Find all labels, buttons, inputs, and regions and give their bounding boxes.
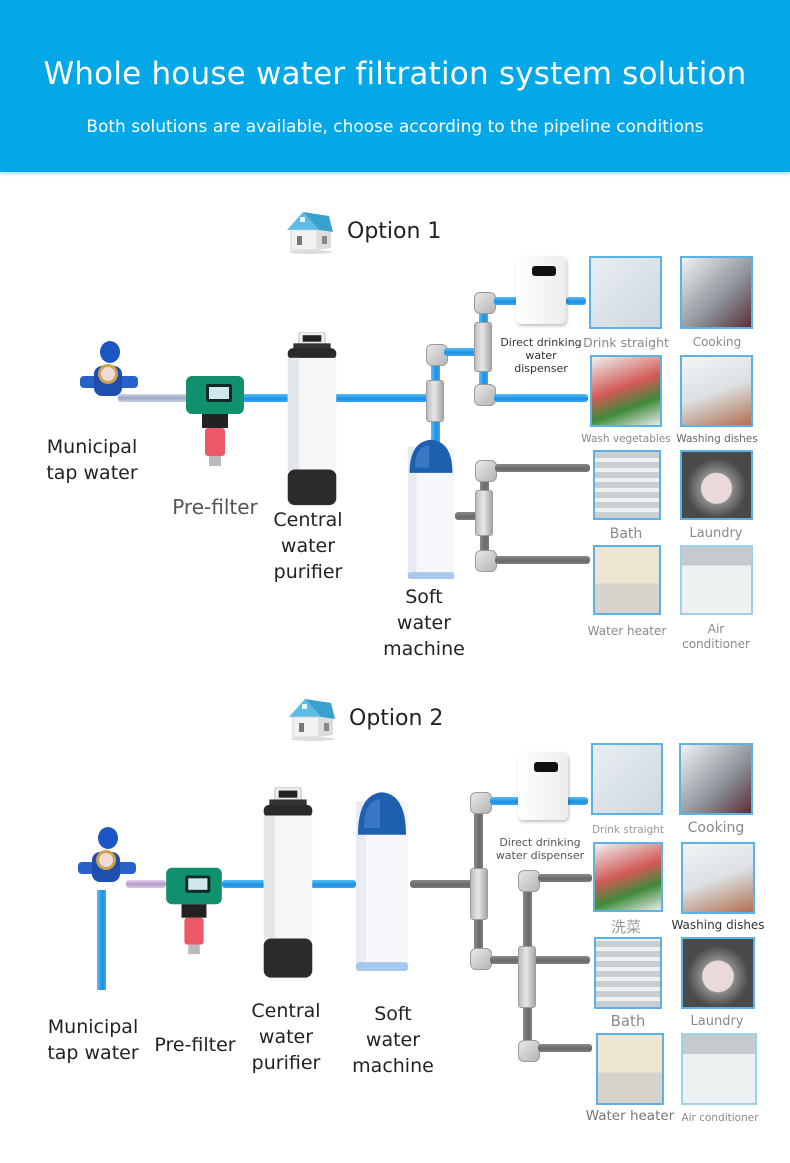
use-label: Bath [610,1012,646,1030]
use-label: Wash vegetables [581,433,671,445]
filtered-pipe [490,797,520,805]
central-purifier-icon [260,787,316,983]
page-title: Whole house water filtration system solu… [43,56,747,92]
bath-photo [594,937,662,1009]
soft-water-pipe [410,880,476,888]
filtered-pipe [566,797,588,805]
use-label: Air conditioner [681,1112,759,1124]
pipe-elbow [475,460,497,482]
meter-label: Municipal tap water [47,1016,139,1064]
cooking-photo [680,256,753,329]
use-label: Laundry [689,526,743,541]
laundry-photo [680,450,753,520]
pipe-elbow [470,948,492,970]
option-2-heading: Option 2 [285,695,443,741]
pipe-elbow [518,1040,540,1062]
air-conditioner-photo [681,1033,757,1105]
inlet-pipe [118,394,193,402]
pipe-tee-fitting [474,322,492,372]
use-label: Washing dishes [671,918,765,932]
water-softener-icon [406,438,456,586]
pipe-elbow [474,292,496,314]
filtered-pipe [444,348,480,356]
filtered-pipe [240,394,290,402]
dispenser-label: Direct drinking water dispenser [500,336,582,375]
water-meter-icon [74,340,144,410]
soft-water-pipe [538,1044,592,1052]
use-label: Laundry [690,1014,744,1029]
use-label: Washing dishes [676,433,758,445]
page-subtitle: Both solutions are available, choose acc… [86,117,704,137]
inlet-riser [97,890,106,990]
pipe-tee-fitting [518,946,536,1008]
laundry-photo [681,937,755,1009]
pre-filter-icon [160,862,228,958]
soft-water-pipe [495,464,590,472]
inlet-pipe [126,880,166,888]
header-banner: Whole house water filtration system solu… [0,0,790,172]
water-meter-icon [72,826,142,896]
use-label: Water heater [585,1108,675,1124]
filtered-pipe [566,297,586,305]
wash-vegetables-photo [593,842,663,912]
purifier-label: Central water purifier [273,509,343,583]
washing-dishes-photo [681,842,755,914]
soft-water-pipe [490,956,590,964]
pipe-elbow [474,384,496,406]
option-2-label: Option 2 [349,705,444,731]
air-conditioner-photo [680,545,753,615]
filtered-pipe [494,297,524,305]
pipe-elbow [470,792,492,814]
house-icon [285,695,339,741]
use-label: Bath [609,526,643,542]
use-label: Cooking [687,820,745,836]
drinking-dispenser-icon [518,752,568,820]
pre-filter-icon [180,370,250,470]
pipe-tee-fitting [426,380,444,422]
filtered-pipe [494,394,588,402]
water-heater-photo [596,1033,664,1105]
dispenser-label: Direct drinking water dispenser [495,836,585,862]
pipe-elbow [518,870,540,892]
use-label: Drink straight [591,824,665,836]
softener-label: Soft water machine [383,586,465,660]
pipe-elbow [475,550,497,572]
drink-straight-photo [591,743,663,815]
meter-label: Municipal tap water [46,436,138,484]
drinking-dispenser-icon [516,256,566,324]
use-label: Drink straight [583,335,669,350]
filtered-pipe [332,394,432,402]
house-icon [283,208,337,254]
pipe-tee-fitting [475,490,493,536]
central-purifier-icon [284,332,340,510]
option-1-heading: Option 1 [283,208,441,254]
use-label: Air conditioner [682,622,750,651]
washing-dishes-photo [680,355,753,427]
wash-vegetables-photo [590,355,662,427]
filtered-pipe [222,880,266,888]
cooking-photo [679,743,753,815]
pre-filter-label: Pre-filter [172,495,258,519]
pre-filter-label: Pre-filter [154,1034,236,1056]
use-label: Cooking [692,335,742,349]
softener-label: Soft water machine [352,1003,434,1077]
pipe-tee-fitting [470,868,488,920]
soft-water-pipe [455,512,483,520]
option-1-label: Option 1 [347,218,442,244]
drink-straight-photo [589,256,662,329]
water-heater-photo [593,545,661,615]
water-softener-icon [354,790,410,980]
use-label: 洗菜 [610,918,641,936]
soft-water-pipe [495,556,590,564]
soft-water-pipe [538,874,592,882]
purifier-label: Central water purifier [251,1000,321,1074]
use-label: Water heater [587,624,667,638]
bath-photo [593,450,661,520]
filtered-pipe [310,880,356,888]
